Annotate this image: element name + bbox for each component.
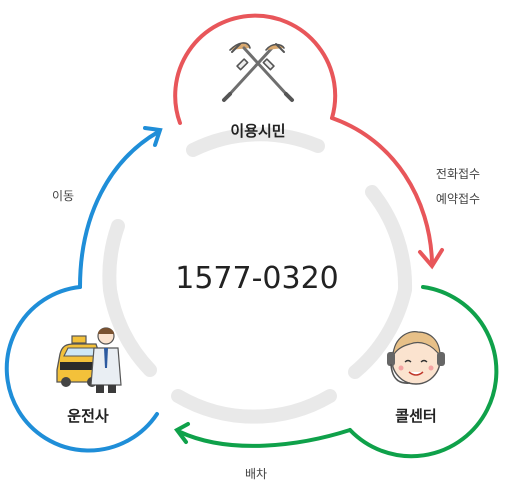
reception-label-line2: 예약접수: [436, 191, 480, 206]
callcenter-to-driver-arrow: [178, 428, 352, 448]
taxi-driver-icon: [56, 327, 122, 393]
crutches-icon: [222, 42, 294, 102]
callcenter-lobe: [174, 285, 499, 459]
reception-label-line1: 전화접수: [436, 167, 480, 181]
movement-label: 이동: [52, 189, 74, 203]
inner-ring-segment-bottom: [171, 389, 337, 424]
inner-ring: [102, 127, 413, 424]
driver-to-citizen-arrowhead: [143, 126, 163, 147]
phone-number: 1577-0320: [175, 261, 339, 296]
citizen-to-callcenter-arrow: [330, 116, 434, 264]
driver-circle-arc: [4, 285, 159, 453]
driver-lobe: [4, 126, 163, 453]
citizen-circle-arc: [173, 13, 338, 125]
inner-ring-segment-left: [102, 219, 157, 377]
callcenter-circle-arc: [348, 285, 499, 459]
citizen-to-callcenter-arrowhead: [418, 248, 444, 270]
driver-label: 운전사: [67, 407, 109, 425]
citizen-label: 이용시민: [230, 122, 285, 140]
inner-ring-segment-top: [186, 127, 325, 157]
callcenter-label: 콜센터: [395, 407, 436, 425]
driver-to-citizen-arrow: [78, 130, 160, 289]
citizen-lobe: [173, 13, 444, 270]
callcenter-to-driver-arrowhead: [174, 422, 190, 444]
inner-ring-segment-right: [348, 185, 413, 379]
dispatch-label: 배차: [245, 467, 267, 481]
operator-headset-icon: [387, 331, 445, 385]
